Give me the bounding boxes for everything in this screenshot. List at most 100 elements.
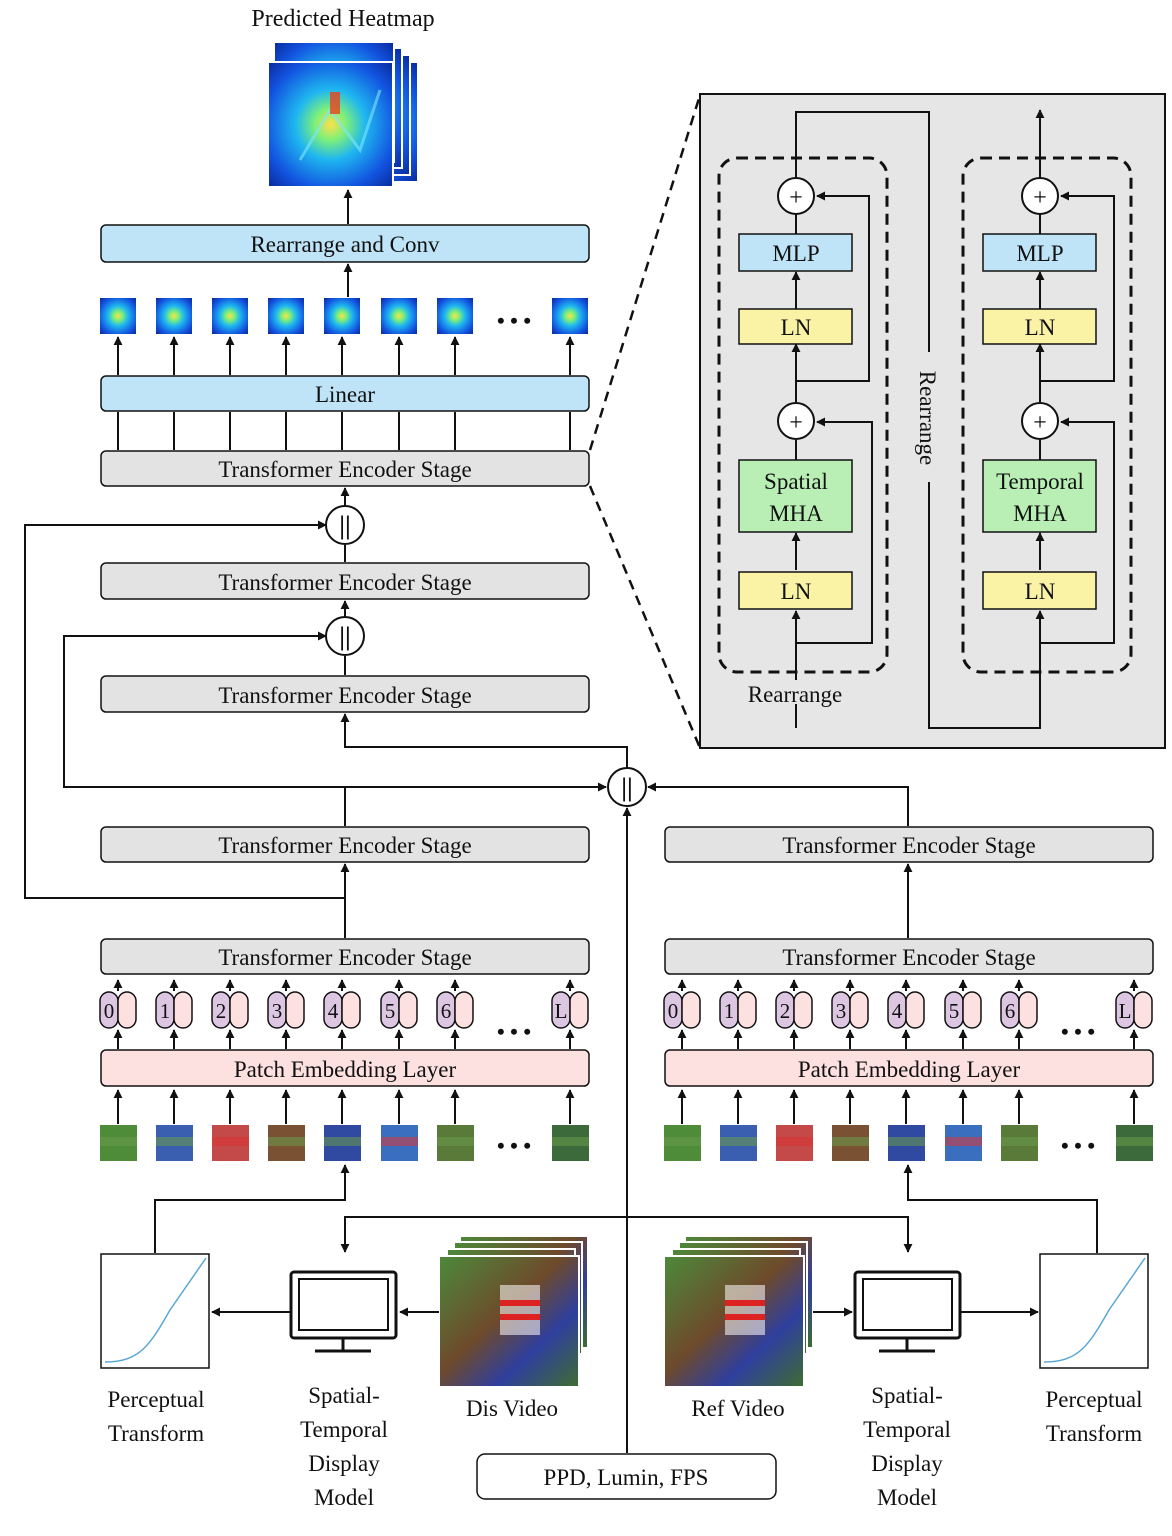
display-model-ref-line2: Temporal — [863, 1417, 951, 1442]
temporal-ln-bottom-label: LN — [1025, 579, 1056, 604]
token-dis-7: L — [551, 979, 589, 1049]
spatial-mha-line1: Spatial — [764, 469, 828, 494]
token-ref-label-7: L — [1119, 999, 1132, 1023]
spatial-add-bottom — [777, 402, 815, 440]
token-dis-label-4: 4 — [328, 999, 339, 1023]
temporal-add-bottom — [1021, 402, 1059, 440]
token-ellipsis-dis: • • • — [497, 1019, 531, 1044]
token-dis-1: 1 — [155, 979, 193, 1049]
concat-top-symbol: || — [339, 511, 350, 540]
image-patch-dis-6 — [437, 1089, 474, 1161]
display-model-dis-line4: Model — [314, 1485, 374, 1510]
temporal-ln-top-label: LN — [1025, 315, 1056, 340]
linear-to-heatmap-arrows — [113, 336, 575, 375]
image-patch-dis-7 — [552, 1089, 589, 1161]
token-ref-1: 1 — [719, 979, 757, 1049]
image-patch-dis-3 — [268, 1089, 305, 1161]
params-box — [476, 1453, 777, 1500]
spatial-mha — [738, 459, 853, 533]
concat-node-center — [607, 767, 647, 807]
token-dis-label-0: 0 — [104, 999, 115, 1023]
spatial-ln-top — [738, 308, 853, 345]
spatial-add-top — [777, 177, 815, 215]
patch-embedding-dis — [100, 1049, 590, 1087]
image-patch-dis-0 — [100, 1089, 137, 1161]
ref-video-label: Ref Video — [691, 1396, 784, 1421]
heatmap-ellipsis: • • • — [497, 308, 531, 333]
rearrange-conv-block — [100, 224, 590, 263]
display-model-ref-line1: Spatial- — [871, 1383, 943, 1408]
rearrange-conv-label: Rearrange and Conv — [250, 232, 440, 257]
image-patch-ref-5 — [945, 1089, 982, 1161]
token-dis-label-7: L — [555, 999, 568, 1023]
token-dis-label-3: 3 — [272, 999, 283, 1023]
token-ref-5: 5 — [944, 979, 982, 1049]
patch-ellipsis-ref: • • • — [1061, 1133, 1095, 1158]
temporal-add-top-symbol: + — [1033, 185, 1047, 211]
spatial-ln-top-label: LN — [781, 315, 812, 340]
temporal-ln-bottom — [982, 571, 1097, 610]
image-patches-ref — [664, 1089, 1153, 1161]
perceptual-ref-line2: Transform — [1046, 1421, 1142, 1446]
encoder-stage-1-ref-label: Transformer Encoder Stage — [782, 945, 1035, 970]
token-heatmaps — [100, 298, 588, 334]
display-model-ref-line4: Model — [877, 1485, 937, 1510]
image-patch-dis-2 — [212, 1089, 249, 1161]
encoder-stage-4 — [100, 562, 590, 600]
temporal-ln-top — [982, 308, 1097, 345]
token-ref-0: 0 — [663, 979, 701, 1049]
temporal-add-bottom-symbol: + — [1033, 410, 1047, 436]
image-patch-ref-7 — [1116, 1089, 1153, 1161]
image-patch-dis-1 — [156, 1089, 193, 1161]
encoder-stage-2-dis-label: Transformer Encoder Stage — [218, 833, 471, 858]
rearrange-bottom-label: Rearrange — [748, 682, 843, 707]
image-patch-ref-1 — [720, 1089, 757, 1161]
spatial-ln-bottom — [738, 571, 853, 610]
encoder-stage-1-dis-label: Transformer Encoder Stage — [218, 945, 471, 970]
patch-embedding-dis-label: Patch Embedding Layer — [234, 1057, 457, 1082]
perceptual-dis-line1: Perceptual — [107, 1387, 204, 1412]
dis-video-label: Dis Video — [466, 1396, 558, 1421]
token-dis-label-2: 2 — [216, 999, 227, 1023]
display-model-dis-line3: Display — [308, 1451, 380, 1476]
token-dis-6: 6 — [436, 979, 474, 1049]
display-monitor-ref — [853, 1270, 962, 1353]
encoder-stage-2-ref — [664, 826, 1154, 863]
token-ref-label-1: 1 — [724, 999, 735, 1023]
token-ref-3: 3 — [831, 979, 869, 1049]
token-ref-label-2: 2 — [780, 999, 791, 1023]
display-model-dis-line2: Temporal — [300, 1417, 388, 1442]
concat-middle-symbol: || — [339, 622, 350, 651]
token-ref-2: 2 — [775, 979, 813, 1049]
encoder-stage-1-dis — [100, 938, 590, 975]
token-dis-label-6: 6 — [441, 999, 452, 1023]
patch-embedding-ref — [664, 1049, 1154, 1087]
image-patch-ref-3 — [832, 1089, 869, 1161]
linear-block — [100, 375, 590, 412]
temporal-mha — [982, 459, 1097, 533]
spatial-mha-line2: MHA — [769, 501, 823, 526]
image-patch-ref-6 — [1001, 1089, 1038, 1161]
spatial-add-bottom-symbol: + — [789, 410, 803, 436]
perceptual-ref-line1: Perceptual — [1045, 1387, 1142, 1412]
temporal-mha-line2: MHA — [1013, 501, 1067, 526]
ref-video-frames — [663, 1235, 814, 1388]
display-monitor-dis — [289, 1270, 398, 1353]
predicted-heatmap-title: Predicted Heatmap — [251, 6, 434, 32]
encoder-stage-5-label: Transformer Encoder Stage — [218, 457, 471, 482]
encoder-stage-1-ref — [664, 938, 1154, 975]
encoder-stage-2-ref-label: Transformer Encoder Stage — [782, 833, 1035, 858]
perceptual-transform-dis — [100, 1253, 210, 1369]
token-dis-0: 0 — [99, 979, 137, 1049]
dis-video-frames — [438, 1235, 589, 1388]
token-ref-label-5: 5 — [949, 999, 960, 1023]
predicted-heatmap-stack — [267, 41, 419, 188]
token-ref-label-0: 0 — [668, 999, 679, 1023]
token-ref-label-3: 3 — [836, 999, 847, 1023]
temporal-add-top — [1021, 177, 1059, 215]
spatial-add-top-symbol: + — [789, 185, 803, 211]
token-dis-label-1: 1 — [160, 999, 171, 1023]
